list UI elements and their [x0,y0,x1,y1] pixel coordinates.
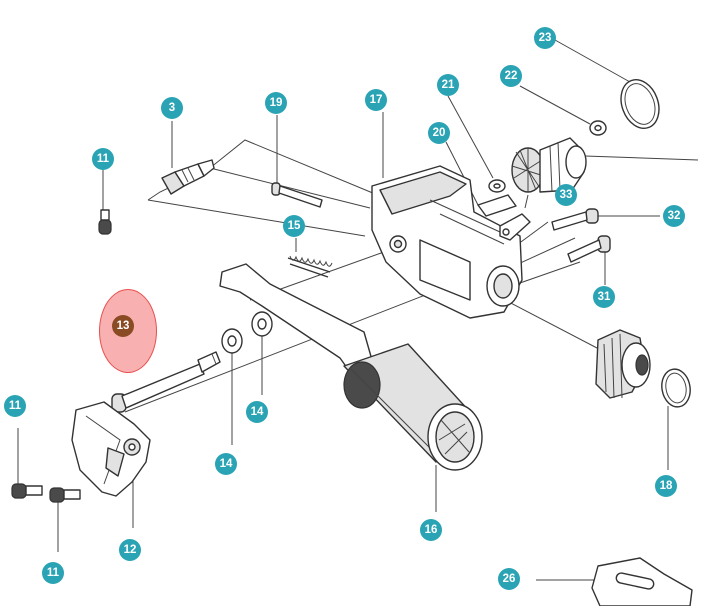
callout-31[interactable]: 31 [593,286,615,308]
part-15-spring [287,255,333,278]
part-19-bolt [271,182,323,208]
chuck-gear-assembly [595,329,651,399]
callout-21[interactable]: 21 [437,74,459,96]
callout-15[interactable]: 15 [283,215,305,237]
callout-11-left[interactable]: 11 [4,395,26,417]
part-33-clip [499,213,531,241]
callout-26[interactable]: 26 [498,568,520,590]
callout-12[interactable]: 12 [119,539,141,561]
callout-3[interactable]: 3 [161,97,183,119]
part-18-circlip [661,368,691,408]
part-16-sleeve [343,343,483,471]
part-11-screw-top [98,209,112,235]
callout-11-bottom[interactable]: 11 [42,562,64,584]
part-32-bolt [551,208,599,231]
callout-17[interactable]: 17 [365,89,387,111]
part-13-shaft [111,351,221,413]
part-26-plate [591,557,693,607]
callout-13-selected[interactable]: 13 [112,315,134,337]
part-21-washer [488,179,506,193]
part-20-key [477,194,517,217]
callout-18[interactable]: 18 [655,475,677,497]
callout-22[interactable]: 22 [500,65,522,87]
part-14-washer-a [221,328,243,354]
callout-11-top[interactable]: 11 [92,148,114,170]
part-11-screw-bottom [49,487,81,503]
bevel-gear [511,137,587,193]
callout-14-a[interactable]: 14 [215,453,237,475]
callout-20[interactable]: 20 [428,122,450,144]
callout-19[interactable]: 19 [265,92,287,114]
part-3-fitting [161,159,215,195]
callout-32[interactable]: 32 [663,205,685,227]
callout-33[interactable]: 33 [555,184,577,206]
part-31-bolt [567,235,611,263]
part-23-ring [620,79,660,129]
callout-14-b[interactable]: 14 [246,401,268,423]
callout-16[interactable]: 16 [420,519,442,541]
part-12-end-cap [71,401,151,497]
callout-23[interactable]: 23 [534,27,556,49]
part-17-housing [371,165,523,319]
part-11-screw-left [11,483,43,499]
bracket [219,263,373,373]
part-22-washer [589,120,607,136]
part-14-washer-b [251,311,273,337]
